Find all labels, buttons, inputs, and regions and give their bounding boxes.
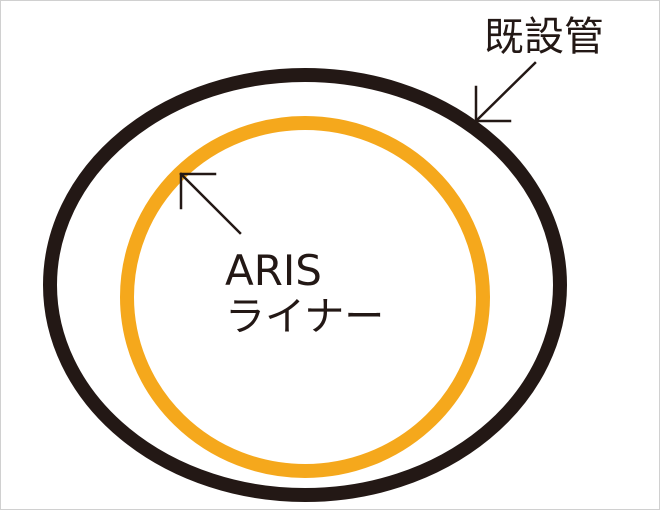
existing-pipe-arrow-head [474, 85, 512, 123]
liner-arrow-line [179, 172, 242, 235]
liner-arrow-head [179, 172, 217, 210]
liner-label-line1: ARIS [225, 246, 322, 295]
existing-pipe-ring [43, 68, 567, 502]
liner-label-line2: ライナー [225, 294, 384, 340]
existing-pipe-label: 既設管 [484, 14, 604, 60]
existing-pipe-arrow [474, 61, 537, 123]
existing-pipe-arrow-line [474, 61, 537, 123]
liner-arrow [179, 172, 242, 235]
liner-ring [120, 116, 490, 478]
